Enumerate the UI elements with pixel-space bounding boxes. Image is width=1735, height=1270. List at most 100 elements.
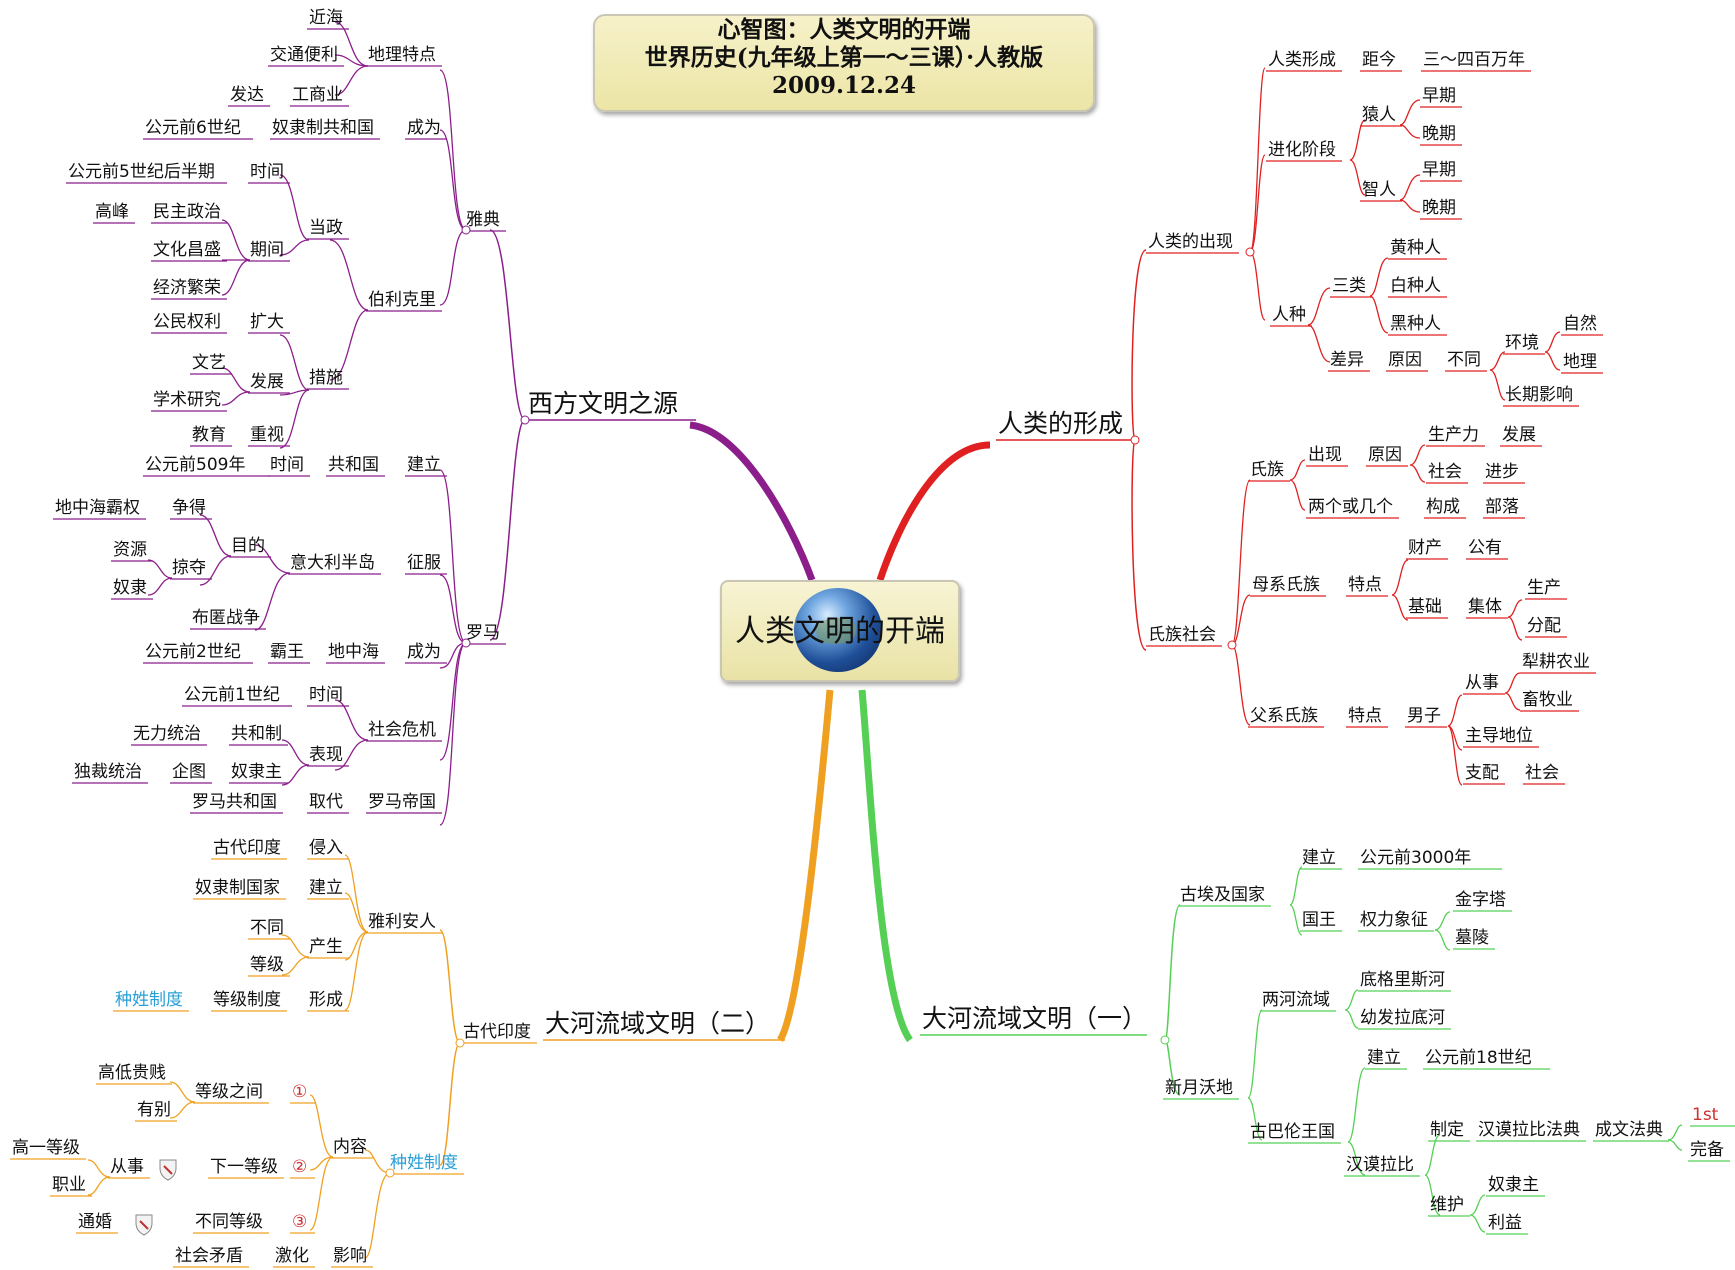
- node-become-med[interactable]: 地中海: [328, 642, 379, 662]
- node-diff-different[interactable]: 不同: [1447, 350, 1481, 370]
- node-ape-late[interactable]: 晚期: [1422, 124, 1456, 144]
- node-rivers-euphrates[interactable]: 幼发拉底河: [1360, 1008, 1445, 1028]
- node-crescent-label[interactable]: 新月沃地: [1165, 1078, 1233, 1098]
- number-marker-3[interactable]: ③: [292, 1212, 308, 1232]
- node-compose-label[interactable]: 两个或几个: [1308, 497, 1393, 517]
- node-time-label[interactable]: 时间: [250, 162, 284, 182]
- node-aryan-build[interactable]: 建立: [309, 878, 343, 898]
- node-develop-research[interactable]: 学术研究: [153, 390, 221, 410]
- node-purpose-resources[interactable]: 资源: [113, 540, 147, 560]
- node-evolution-label[interactable]: 进化阶段: [1268, 140, 1336, 160]
- node-caste-content[interactable]: 内容: [333, 1137, 367, 1157]
- node-egypt-tomb[interactable]: 墓陵: [1455, 928, 1489, 948]
- node-aryan-produce[interactable]: 产生: [309, 937, 343, 957]
- node-three-black[interactable]: 黑种人: [1390, 314, 1441, 334]
- node-period-economy[interactable]: 经济繁荣: [153, 278, 221, 298]
- node-conquer-punic[interactable]: 布匿战争: [192, 608, 260, 628]
- branch-human[interactable]: 人类的形成: [998, 409, 1124, 438]
- node-diff-nature[interactable]: 自然: [1563, 314, 1597, 334]
- node-babylon-hammurabi[interactable]: 汉谟拉比: [1346, 1155, 1414, 1175]
- node-ancient-india[interactable]: 古代印度: [463, 1022, 531, 1042]
- node-period-label[interactable]: 期间: [250, 240, 284, 260]
- node-clan-label[interactable]: 氏族社会: [1148, 625, 1216, 645]
- node-matri-production[interactable]: 生产: [1527, 578, 1561, 598]
- node-matri-distribution[interactable]: 分配: [1527, 616, 1561, 636]
- node-aryan-different[interactable]: 不同: [250, 918, 284, 938]
- node-egypt-establish[interactable]: 建立: [1302, 848, 1336, 868]
- node-rule-label[interactable]: 当政: [309, 218, 343, 238]
- node-appear-reason[interactable]: 原因: [1368, 445, 1402, 465]
- node-egypt-time[interactable]: 公元前3000年: [1360, 848, 1472, 868]
- node-item1-diff[interactable]: 有别: [137, 1100, 171, 1120]
- node-conquer-label[interactable]: 征服: [407, 553, 441, 573]
- node-babylon-maintain[interactable]: 维护: [1430, 1195, 1464, 1215]
- node-expand-label[interactable]: 扩大: [250, 312, 284, 332]
- node-egypt-label[interactable]: 古埃及国家: [1180, 885, 1265, 905]
- node-item2-job[interactable]: 职业: [52, 1175, 86, 1195]
- node-matri-collective[interactable]: 集体: [1468, 597, 1502, 617]
- collapse-toggle[interactable]: [1160, 1035, 1170, 1045]
- node-babylon-code[interactable]: 汉谟拉比法典: [1478, 1120, 1580, 1140]
- collapse-toggle[interactable]: [461, 638, 471, 648]
- node-matri-property[interactable]: 财产: [1408, 538, 1442, 558]
- branch-river1[interactable]: 大河流域文明（一）: [922, 1004, 1148, 1033]
- node-show-republic[interactable]: 共和制: [231, 724, 282, 744]
- node-babylon-written[interactable]: 成文法典: [1595, 1120, 1663, 1140]
- collapse-toggle[interactable]: [1245, 247, 1255, 257]
- node-become-time[interactable]: 公元前2世纪: [145, 642, 241, 662]
- node-show-attempt[interactable]: 企图: [172, 762, 206, 782]
- node-aryan-grade-system[interactable]: 等级制度: [213, 990, 281, 1010]
- node-diff-reason[interactable]: 原因: [1388, 350, 1422, 370]
- node-social-intensify[interactable]: 激化: [275, 1246, 309, 1266]
- node-crisis-time[interactable]: 公元前1世纪: [184, 685, 280, 705]
- node-become-label[interactable]: 成为: [407, 642, 441, 662]
- number-marker-1[interactable]: ①: [292, 1082, 308, 1102]
- node-time-value[interactable]: 公元前5世纪后半期: [68, 162, 215, 182]
- node-babylon-interest[interactable]: 利益: [1488, 1213, 1522, 1233]
- node-formation-label[interactable]: 人类形成: [1268, 50, 1336, 70]
- node-egypt-pyramid[interactable]: 金字塔: [1455, 890, 1506, 910]
- node-item2-higher[interactable]: 高一等级: [12, 1138, 80, 1158]
- node-patri-dominant[interactable]: 主导地位: [1465, 726, 1533, 746]
- collapse-toggle[interactable]: [1227, 640, 1237, 650]
- node-expand-value[interactable]: 公民权利: [153, 312, 221, 332]
- node-ape-early[interactable]: 早期: [1422, 86, 1456, 106]
- collapse-toggle[interactable]: [385, 1168, 395, 1178]
- collapse-toggle[interactable]: [461, 225, 471, 235]
- node-appearance-label[interactable]: 人类的出现: [1148, 232, 1233, 252]
- node-matri-feature[interactable]: 特点: [1348, 575, 1382, 595]
- node-patri-society[interactable]: 社会: [1525, 763, 1559, 783]
- node-caste-system[interactable]: 种姓制度: [390, 1153, 458, 1173]
- node-appear-progress[interactable]: 进步: [1485, 462, 1519, 482]
- node-aryan-ancient-india[interactable]: 古代印度: [213, 838, 281, 858]
- node-evolution-wise[interactable]: 智人: [1362, 180, 1396, 200]
- node-formation-from-now[interactable]: 距今: [1362, 50, 1396, 70]
- node-value-value[interactable]: 教育: [192, 425, 226, 445]
- node-purpose-contend[interactable]: 争得: [172, 498, 206, 518]
- node-establish-time[interactable]: 公元前509年: [145, 455, 246, 475]
- node-rome[interactable]: 罗马: [466, 623, 500, 643]
- node-item1-high-low[interactable]: 高低贵贱: [98, 1063, 166, 1083]
- node-babylon-label[interactable]: 古巴伦王国: [1250, 1122, 1335, 1142]
- node-purpose-plunder[interactable]: 掠夺: [172, 558, 206, 578]
- node-become-time[interactable]: 公元前6世纪: [145, 118, 241, 138]
- node-babylon-establish[interactable]: 建立: [1367, 1048, 1401, 1068]
- node-athens[interactable]: 雅典: [466, 210, 500, 230]
- node-show-slaveowner[interactable]: 奴隶主: [231, 762, 282, 782]
- node-conquer-italy[interactable]: 意大利半岛: [290, 553, 375, 573]
- node-tribe-label[interactable]: 氏族: [1250, 460, 1284, 480]
- node-diff-geography[interactable]: 地理: [1563, 352, 1597, 372]
- node-babylon-complete[interactable]: 完备: [1690, 1140, 1724, 1160]
- collapse-toggle[interactable]: [520, 415, 530, 425]
- node-matri-basis[interactable]: 基础: [1408, 597, 1442, 617]
- node-crisis-time-label[interactable]: 时间: [309, 685, 343, 705]
- central-topic[interactable]: 人类文明的开端: [720, 580, 960, 682]
- node-item3-label[interactable]: 不同等级: [195, 1212, 263, 1232]
- node-patri-male[interactable]: 男子: [1407, 706, 1441, 726]
- node-patri-feature[interactable]: 特点: [1348, 706, 1382, 726]
- node-patri-livestock[interactable]: 畜牧业: [1522, 690, 1573, 710]
- node-pericles-label[interactable]: 伯利克里: [368, 290, 436, 310]
- node-empire-label[interactable]: 罗马帝国: [368, 792, 436, 812]
- collapse-toggle[interactable]: [455, 1038, 465, 1048]
- node-aryan-invade[interactable]: 侵入: [309, 838, 343, 858]
